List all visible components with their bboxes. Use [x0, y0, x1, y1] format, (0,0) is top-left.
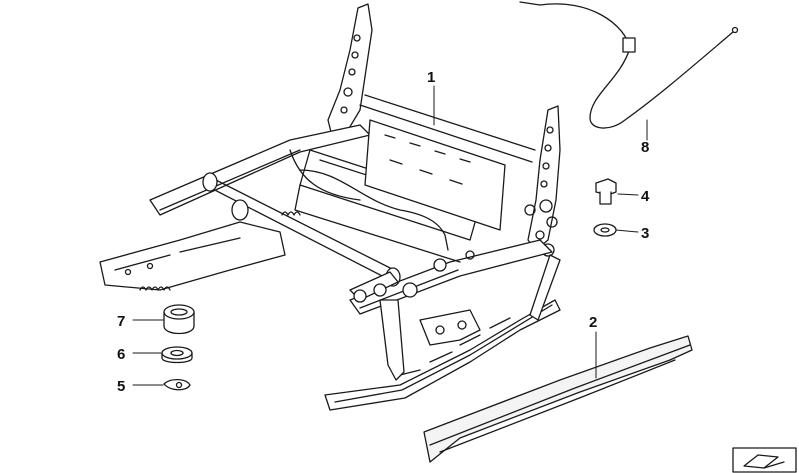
navigation-arrow-icon[interactable]: [732, 447, 797, 473]
bolt: [595, 178, 617, 205]
callout-2: 2: [589, 314, 597, 331]
callout-6: 6: [117, 346, 125, 363]
clip: [163, 378, 191, 391]
callout-4: 4: [641, 188, 650, 205]
bowden-cable: [519, 1, 739, 129]
seat-frame: [99, 3, 561, 411]
callout-5: 5: [117, 378, 125, 395]
rubber-buffer: [163, 304, 195, 335]
callout-7: 7: [117, 313, 125, 330]
washer: [593, 223, 617, 237]
leader-lines: [132, 85, 648, 386]
callout-3: 3: [641, 225, 649, 242]
callout-8: 8: [641, 139, 649, 156]
rail-cover: [423, 335, 693, 463]
callout-1: 1: [427, 69, 435, 86]
flat-bushing: [161, 346, 193, 364]
